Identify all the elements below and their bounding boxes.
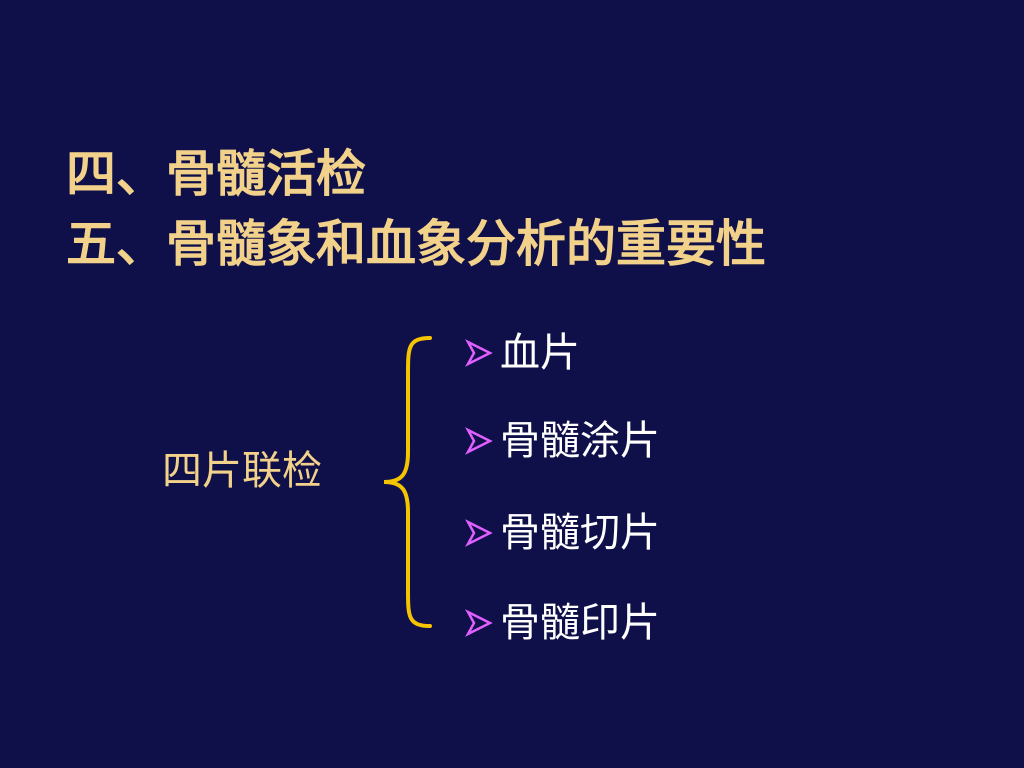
item-list: 血片 骨髓涂片 骨髓切片 骨髓印片 xyxy=(462,322,862,662)
title-line-1: 四、骨髓活检 xyxy=(66,144,366,203)
list-item: 骨髓印片 xyxy=(462,594,660,652)
list-item: 骨髓涂片 xyxy=(462,412,660,470)
item-label: 骨髓切片 xyxy=(500,510,660,556)
curly-brace-icon xyxy=(383,336,432,628)
item-label: 骨髓涂片 xyxy=(500,418,660,464)
list-item: 血片 xyxy=(462,324,580,382)
item-label: 血片 xyxy=(500,330,580,376)
title-line-2: 五、骨髓象和血象分析的重要性 xyxy=(66,214,766,273)
group-label: 四片联检 xyxy=(162,448,322,494)
arrow-bullet-icon xyxy=(464,339,493,367)
arrow-bullet-icon xyxy=(464,427,493,455)
arrow-bullet-icon xyxy=(464,519,493,547)
list-item: 骨髓切片 xyxy=(462,504,660,562)
item-label: 骨髓印片 xyxy=(500,600,660,646)
arrow-bullet-icon xyxy=(464,609,493,637)
